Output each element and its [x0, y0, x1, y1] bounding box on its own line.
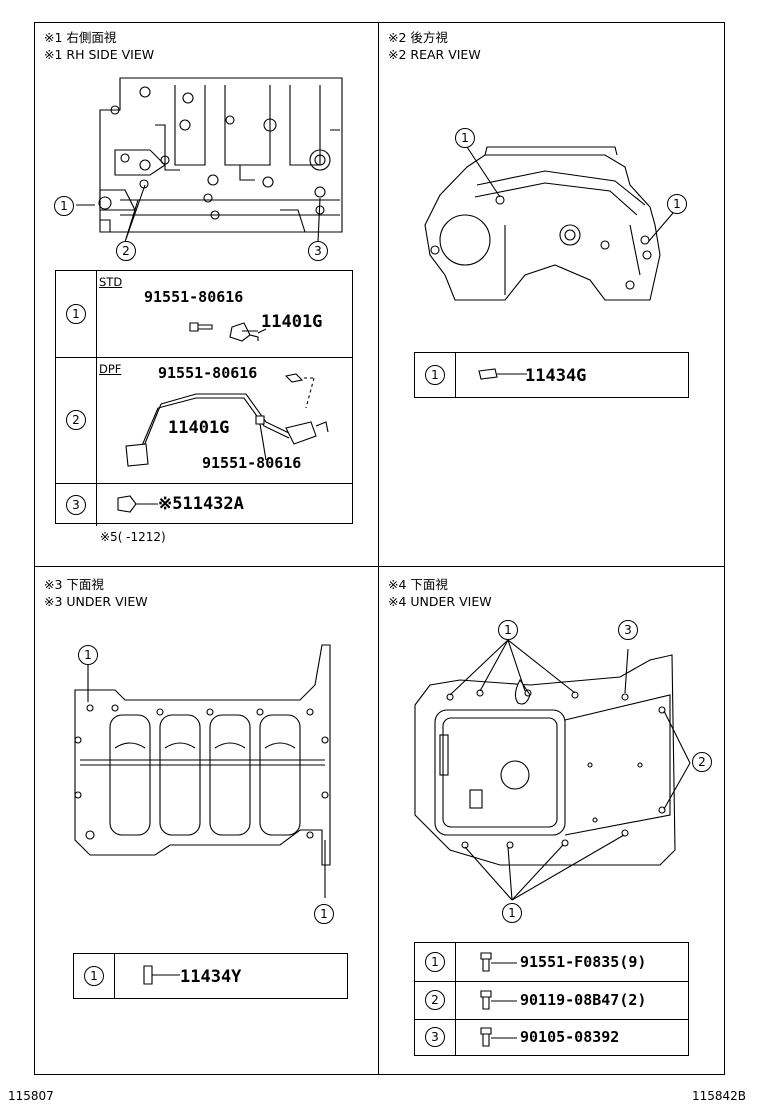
parts-table-under-4: 1 91551-F0835(9) 2 90119-08B47(2) 3 9010…	[414, 942, 689, 1056]
callout-2: 2	[692, 752, 712, 772]
part-number: 11434G	[525, 366, 587, 386]
bolt-drawing	[480, 990, 517, 1010]
table-row: 1 STD 91551-80616 11401G	[56, 271, 352, 357]
table-row: 1 11434G	[415, 353, 688, 397]
row-index: 1	[425, 365, 445, 385]
part-number: 91551-80616	[144, 288, 244, 306]
engine-block-rh-side-drawing	[76, 77, 343, 243]
part-number: 90119-08B47(2)	[520, 991, 647, 1009]
panel-title-en: ※1 RH SIDE VIEW	[44, 47, 155, 62]
bolt-drawing	[480, 1027, 517, 1047]
pin-drawing	[143, 965, 180, 985]
part-number: 11401G	[168, 418, 230, 438]
row-index: 3	[425, 1027, 445, 1047]
row-index: 2	[425, 990, 445, 1010]
row-index: 2	[66, 410, 86, 430]
panel-divider-vertical	[378, 22, 380, 1075]
panel-title-en: ※4 UNDER VIEW	[388, 594, 492, 609]
part-number: 91551-F0835(9)	[520, 953, 647, 971]
table-row: 3 ※511432A	[56, 483, 352, 526]
part-number: ※511432A	[158, 494, 244, 514]
part-number: 11401G	[261, 312, 323, 332]
part-number: 91551-80616	[202, 454, 302, 472]
row-index: 1	[84, 966, 104, 986]
dpf-sensor-harness-drawing	[125, 373, 329, 467]
parts-table-rh-side: 1 STD 91551-80616 11401G 2 DPF 91551-806…	[55, 270, 353, 526]
panel-title-jp: ※3 下面視	[44, 577, 104, 592]
table-row: 2 DPF 91551-80616 11401G 91551-80616	[56, 357, 352, 484]
parts-table-rear: 1 11434G	[414, 352, 689, 398]
callout-2: 2	[116, 241, 136, 261]
callout-3: 3	[618, 620, 638, 640]
plug-drawing	[117, 495, 158, 513]
callout-1: 1	[667, 194, 687, 214]
row-index: 1	[66, 304, 86, 324]
callout-1: 1	[314, 904, 334, 924]
figure-id-left: 115807	[8, 1089, 54, 1103]
bolt-and-sensor-drawing	[189, 322, 267, 342]
callout-1: 1	[502, 903, 522, 923]
part-number: 11434Y	[180, 967, 242, 987]
part-number: 91551-80616	[158, 364, 258, 382]
part-number: 90105-08392	[520, 1028, 620, 1046]
callout-1: 1	[498, 620, 518, 640]
bolt-drawing	[480, 952, 517, 972]
panel-title-jp: ※2 後方視	[388, 30, 448, 45]
panel-title-en: ※3 UNDER VIEW	[44, 594, 148, 609]
callout-1: 1	[54, 196, 74, 216]
parts-table-under-3: 1 11434Y	[73, 953, 348, 999]
row-index: 1	[425, 952, 445, 972]
panel-title-jp: ※4 下面視	[388, 577, 448, 592]
footnote: ※5( -1212)	[100, 530, 166, 544]
table-row: 2 90119-08B47(2)	[415, 981, 688, 1020]
table-row: 1 11434Y	[74, 954, 347, 998]
callout-3: 3	[308, 241, 328, 261]
panel-title-en: ※2 REAR VIEW	[388, 47, 481, 62]
pin-drawing	[478, 368, 527, 380]
engine-block-under-3-drawing	[74, 644, 331, 898]
panel-divider-horizontal	[34, 566, 725, 568]
variant-tag: DPF	[99, 362, 122, 376]
figure-id-right: 115842B	[692, 1089, 747, 1103]
engine-block-rear-drawing	[424, 146, 674, 301]
table-row: 3 90105-08392	[415, 1019, 688, 1056]
table-row: 1 91551-F0835(9)	[415, 943, 688, 981]
panel-title-jp: ※1 右側面視	[44, 30, 117, 45]
diagram-frame	[34, 22, 725, 1075]
callout-1: 1	[455, 128, 475, 148]
row-index: 3	[66, 495, 86, 515]
engine-block-under-4-drawing	[414, 639, 691, 901]
variant-tag: STD	[99, 275, 123, 289]
callout-1: 1	[78, 645, 98, 665]
